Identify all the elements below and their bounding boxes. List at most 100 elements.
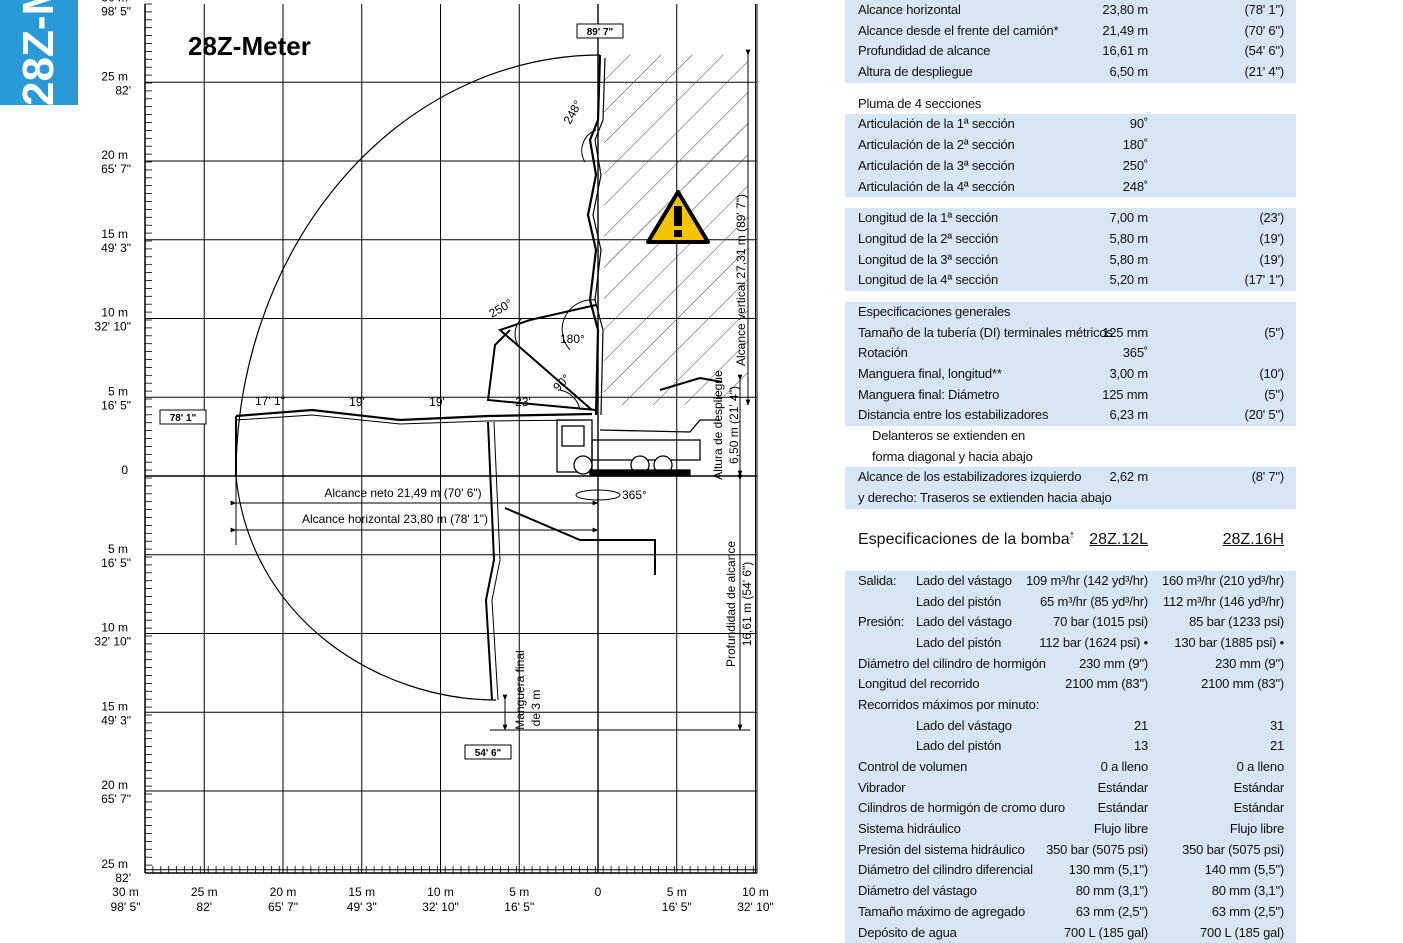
spec-model-a: Estándar	[1098, 778, 1148, 799]
spec-metric: 6,50 m	[1109, 62, 1148, 83]
y-label-m: 15 m	[101, 227, 128, 241]
depth-reach-arc	[236, 476, 496, 700]
y-label-m: 25 m	[101, 857, 128, 871]
spec-imperial: (54' 6")	[1245, 41, 1284, 62]
spec-label: Rotación	[858, 343, 908, 364]
model-b-heading: 28Z.16H	[1223, 520, 1284, 560]
y-label-m: 10 m	[101, 621, 128, 635]
x-label-m: 25 m	[191, 885, 218, 899]
spec-model-a: Flujo libre	[1094, 819, 1148, 840]
last-row: Depósito de agua 700 L (185 gal) 700 L (…	[845, 923, 1296, 943]
spec-row: Alcance desde el frente del camión*21,49…	[845, 21, 1296, 42]
unfold-height-label-1: Altura de despliegue	[711, 370, 725, 480]
y-label-ft: 32' 10"	[95, 320, 131, 334]
spec-metric: 5,80 m	[1109, 250, 1148, 271]
output-piston-row: Lado del pistón 65 m³/hr (85 yd³/hr) 112…	[845, 592, 1296, 613]
spec-label: Articulación de la 4ª sección	[858, 177, 1015, 198]
spec-label: Cilindros de hormigón de cromo duro	[858, 798, 1065, 819]
spec-imperial: (5")	[1264, 323, 1284, 344]
truck	[557, 420, 720, 476]
x-label-ft: 65' 7"	[268, 900, 298, 914]
spec-row: Cilindros de hormigón de cromo duro Están…	[845, 798, 1296, 819]
spec-imperial: (78' 1")	[1245, 0, 1284, 21]
spec-model-b: Estándar	[1234, 798, 1284, 819]
x-label-ft: 32' 10"	[737, 900, 774, 914]
spec-imperial: (21' 4")	[1245, 62, 1284, 83]
pressure-piston-row: Lado del pistón 112 bar (1624 psi) • 130…	[845, 633, 1296, 654]
spec-metric: 125 mm	[1102, 385, 1148, 406]
spec-model-b: Estándar	[1234, 778, 1284, 799]
net-reach-label: Alcance neto 21,49 m (70' 6")	[324, 486, 481, 500]
section-label-1: 17' 1"	[255, 394, 285, 408]
svg-text:54' 6": 54' 6"	[475, 748, 502, 759]
x-label-m: 5 m	[667, 885, 687, 899]
spec-metric: 250˚	[1123, 156, 1148, 177]
spec-model-a: 80 mm (3,1")	[1076, 881, 1148, 902]
spec-label: Vibrador	[858, 778, 905, 799]
spec-imperial: (19')	[1259, 229, 1284, 250]
y-label-m: 15 m	[101, 699, 128, 713]
diagram-title: 28Z-Meter	[188, 31, 311, 61]
spec-label: Articulación de la 2ª sección	[858, 135, 1015, 156]
x-label-m: 15 m	[348, 885, 375, 899]
x-label-m: 10 m	[742, 885, 769, 899]
reach-depth-label-1: Profundidad de alcance	[724, 541, 738, 667]
spec-model-b: 2100 mm (83")	[1201, 674, 1284, 695]
y-label-m: 5 m	[108, 542, 128, 556]
spec-row: Distancia entre los estabilizadores 6,23 …	[845, 405, 1296, 426]
boom-lower-folded	[505, 508, 655, 575]
spec-label: Tamaño máximo de agregado	[858, 902, 1025, 923]
x-label-ft: 98' 5"	[111, 900, 141, 914]
spec-imperial: (70' 6")	[1245, 21, 1284, 42]
section-label-2: 19'	[349, 395, 365, 409]
y-label-ft: 65' 7"	[101, 162, 131, 176]
spec-label: Distancia entre los estabilizadores	[858, 405, 1048, 426]
spec-label: Longitud de la 1ª sección	[858, 208, 998, 229]
spec-model-b: Flujo libre	[1230, 819, 1284, 840]
spec-metric: 5,80 m	[1109, 229, 1148, 250]
spec-label: Longitud de la 4ª sección	[858, 270, 998, 291]
boxed-label-bottom: 54' 6"	[465, 745, 511, 759]
x-label-ft: 49' 3"	[347, 900, 377, 914]
spec-model-a: Estándar	[1098, 798, 1148, 819]
model-a-heading: 28Z.12L	[1089, 520, 1148, 560]
horizontal-reach-label: Alcance horizontal 23,80 m (78' 1")	[302, 512, 488, 526]
y-label-ft: 32' 10"	[95, 635, 131, 649]
spec-label: Manguera final, longitud**	[858, 364, 1002, 385]
angle-label-180: 180°	[560, 332, 585, 346]
spec-label: Altura de despliegue	[858, 62, 973, 83]
x-label-ft: 16' 5"	[662, 900, 692, 914]
x-label-m: 0	[595, 885, 602, 899]
spec-label: Profundidad de alcance	[858, 41, 990, 62]
end-hose-label-2: de 3 m	[529, 690, 543, 727]
angle-label-365: 365°	[622, 488, 647, 502]
general-heading-row: Especificaciones generales	[845, 302, 1296, 323]
spec-model-a: 63 mm (2,5")	[1076, 902, 1148, 923]
spec-imperial: (10')	[1259, 364, 1284, 385]
spec-metric: 6,23 m	[1109, 405, 1148, 426]
y-label-m: 0	[121, 463, 128, 477]
spec-metric: 180˚	[1123, 135, 1148, 156]
max-reach-arc	[236, 55, 600, 476]
spec-model-a: 350 bar (5075 psi)	[1046, 840, 1148, 861]
spec-label: Tamaño de la tubería (DI) terminales mét…	[858, 323, 1113, 344]
spec-row: Altura de despliegue 6,50 m (21' 4")	[845, 62, 1296, 83]
spec-imperial: (23')	[1259, 208, 1284, 229]
y-label-ft: 65' 7"	[101, 792, 131, 806]
model-tab: 28Z-M	[0, 0, 78, 105]
strokes-rod-row: Lado del vástago 21 31	[845, 716, 1296, 737]
spec-label: Articulación de la 3ª sección	[858, 156, 1015, 177]
spec-row: Articulación de la 3ª sección 250˚	[845, 156, 1296, 177]
x-label-ft: 32' 10"	[422, 900, 459, 914]
spec-label: Diámetro del cilindro diferencial	[858, 860, 1033, 881]
svg-text:89' 7": 89' 7"	[587, 27, 614, 38]
y-label-ft: 98' 5"	[101, 5, 131, 19]
section-label-3: 19'	[429, 395, 445, 409]
